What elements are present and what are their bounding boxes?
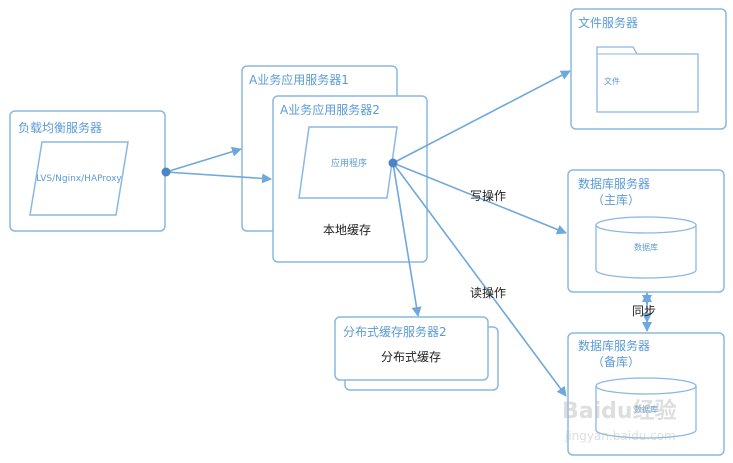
write-label: 写操作 — [470, 188, 506, 203]
watermark-url: jingyan.baidu.com — [564, 429, 676, 443]
application-label: 应用程序 — [331, 157, 367, 169]
database-cylinder-icon — [595, 377, 697, 439]
database-cylinder-icon — [595, 216, 697, 279]
read-arrow — [392, 162, 567, 397]
db-slave-subtitle: （备库） — [592, 354, 640, 369]
db-master-cylinder-label: 数据库 — [634, 242, 658, 252]
file-server-node: 文件服务器 文件 — [570, 8, 727, 130]
read-label: 读操作 — [470, 285, 506, 300]
db-slave-node: 数据库服务器 （备库） 数据库 — [567, 332, 725, 456]
write-arrow — [392, 162, 567, 235]
db-master-node: 数据库服务器 （主库） 数据库 — [567, 169, 725, 293]
folder-label: 文件 — [604, 76, 620, 86]
app-to-cache-arrow — [392, 162, 422, 317]
app-server-2-node: A业务应用服务器2 应用程序 本地缓存 — [272, 95, 428, 263]
distributed-cache-title: 分布式缓存服务器2 — [343, 324, 447, 339]
lb-to-app2-arrow — [165, 171, 272, 184]
db-slave-cylinder-label: 数据库 — [634, 404, 658, 414]
file-server-title: 文件服务器 — [578, 15, 638, 30]
app-server-2-title: A业务应用服务器2 — [280, 102, 380, 117]
load-balancer-title: 负载均衡服务器 — [18, 120, 102, 135]
lb-connector-dot — [161, 167, 171, 177]
distributed-cache-label: 分布式缓存 — [381, 350, 441, 364]
db-master-title: 数据库服务器 — [578, 176, 650, 191]
distributed-cache-node: 分布式缓存服务器2 分布式缓存 — [334, 316, 499, 391]
watermark: Baidu经验 jingyan.baidu.com — [562, 398, 677, 443]
app-to-file-arrow — [392, 70, 571, 164]
lb-to-app1-arrow — [165, 146, 242, 173]
load-balancer-node: 负载均衡服务器 LVS/Nginx/HAProxy — [9, 110, 166, 232]
app-server-1-title: A业务应用服务器1 — [249, 72, 349, 87]
db-slave-title: 数据库服务器 — [578, 338, 650, 353]
watermark-brand: Baidu经验 — [562, 398, 677, 424]
db-master-subtitle: （主库） — [592, 192, 640, 207]
app-connector-dot — [388, 158, 398, 168]
local-cache-label: 本地缓存 — [323, 223, 371, 237]
load-balancer-software: LVS/Nginx/HAProxy — [36, 174, 122, 184]
sync-label: 同步 — [632, 304, 656, 318]
edges: 写操作 读操作 同步 — [161, 70, 656, 397]
